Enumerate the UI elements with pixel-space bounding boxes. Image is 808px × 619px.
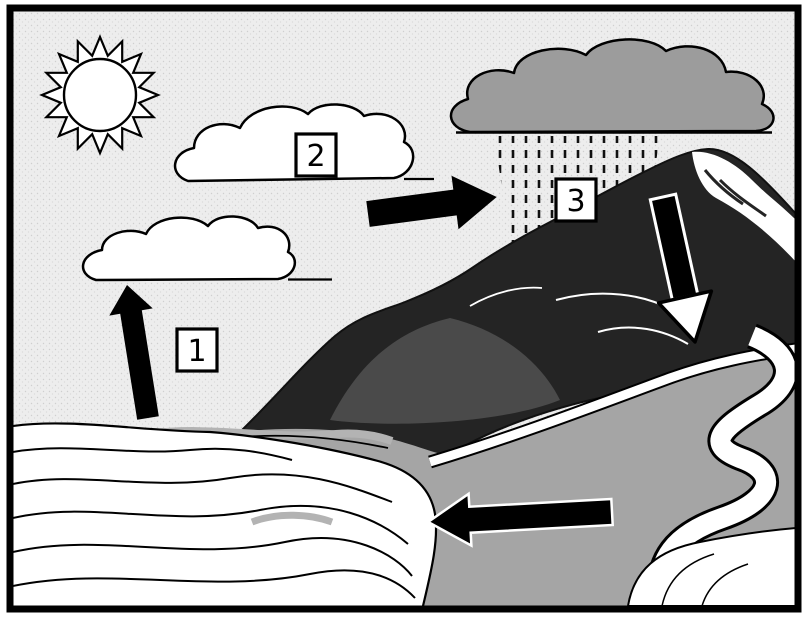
label-box-2: 2 xyxy=(294,132,338,178)
runoff-arrow-left-icon xyxy=(425,491,615,548)
sun-icon xyxy=(39,34,161,156)
wave-line-1 xyxy=(13,447,293,461)
river-base xyxy=(428,344,795,467)
wave-line-2 xyxy=(13,473,393,503)
wave-gray-accent xyxy=(250,511,334,526)
cloud-icon-small xyxy=(82,215,297,282)
snow-streak-2 xyxy=(703,169,744,206)
ridge-highlight-2 xyxy=(597,326,689,345)
label-1: 1 xyxy=(187,334,206,369)
precipitation-arrow-down-icon xyxy=(648,192,714,344)
evaporation-arrow-up-icon xyxy=(109,285,159,420)
snow-cap xyxy=(692,151,795,261)
snow-streak xyxy=(718,178,767,218)
sun-disc xyxy=(62,57,138,133)
label-3: 3 xyxy=(566,184,585,219)
wave-line-3 xyxy=(13,504,409,545)
ridge-highlight-3 xyxy=(469,286,543,307)
figure-frame xyxy=(6,4,802,613)
wave-line-4 xyxy=(13,537,413,577)
label-box-1: 1 xyxy=(175,327,219,373)
cloud-icon-2 xyxy=(173,103,415,183)
rain-cloud-icon xyxy=(449,38,775,134)
river-icon xyxy=(649,326,795,606)
transport-arrow-right-icon xyxy=(366,175,497,230)
wave-line-5 xyxy=(13,569,416,599)
label-2: 2 xyxy=(306,139,325,174)
pool-contour-2 xyxy=(701,563,749,606)
front-hill xyxy=(330,318,560,424)
label-box-3: 3 xyxy=(554,177,598,223)
arrow-down-head xyxy=(656,289,714,344)
pool-contour xyxy=(661,553,715,606)
